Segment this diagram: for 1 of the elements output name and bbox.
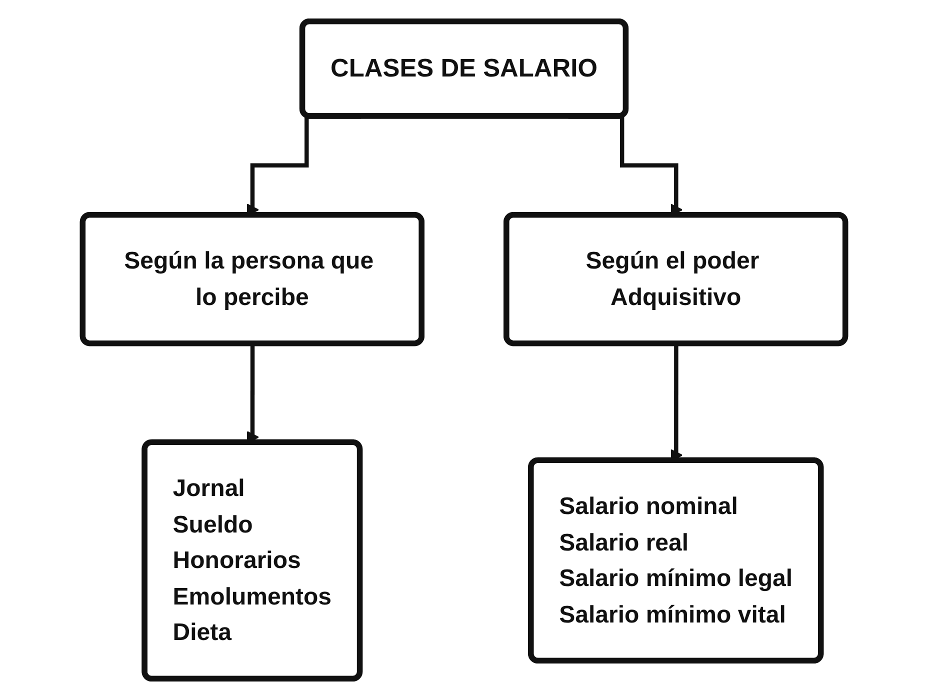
diagram-drawing: CLASES DE SALARIO Según la persona que lo percibe Según el poder Adquisitivo Jornal Sueldo Honorarios Emolumentos Dieta Salario nominal Salario real Salario mínimo legal Salario mínimo vital xyxy=(14,10,914,690)
